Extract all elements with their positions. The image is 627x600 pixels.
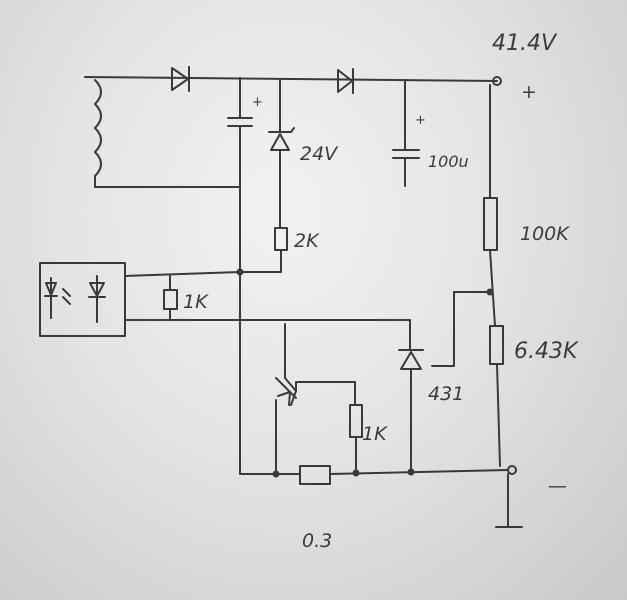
resistor-2k-label: 2K: [294, 230, 320, 252]
transistor: [275, 377, 297, 406]
transistor-base-wire: [295, 381, 356, 406]
output-capacitor-label: 100u: [428, 152, 469, 171]
divider-wire-bottom: [496, 363, 501, 467]
shunt-resistor-label: 0.3: [302, 530, 332, 552]
tl431-label: 431: [428, 383, 464, 405]
shunt-resistor: [299, 465, 331, 485]
cap-output-plus: +: [415, 113, 426, 128]
resistor-100k-label: 100K: [520, 223, 570, 245]
resistor-2k: [274, 227, 288, 251]
negative-sign: —: [548, 475, 567, 497]
tl431-regulator: [398, 349, 424, 475]
resistor-1k-opto-label: 1K: [183, 291, 209, 313]
output-voltage-label: 41.4V: [492, 31, 558, 56]
positive-terminal: [492, 76, 502, 86]
opto-top-wire: [124, 271, 241, 277]
negative-terminal: [507, 465, 517, 475]
resistor-100k: [483, 197, 498, 251]
resistor-6-43k: [489, 325, 504, 365]
optocoupler: [39, 262, 126, 337]
junction-dot: [352, 469, 360, 477]
divider-wire-mid: [489, 249, 496, 327]
resistor-6-43k-label: 6.43K: [514, 339, 579, 364]
tl431-ref-wire: [431, 291, 491, 367]
cap-left-plus: +: [252, 95, 263, 110]
positive-sign: +: [521, 81, 537, 103]
output-diode: [337, 68, 354, 94]
junction-dot: [407, 468, 415, 476]
junction-dot: [486, 288, 494, 296]
bottom-rail-right: [329, 469, 509, 475]
output-capacitor: +: [392, 79, 426, 187]
rectifier-diode: [171, 66, 190, 92]
transformer-winding: [94, 79, 102, 188]
zener-diode: [268, 127, 295, 151]
opto-bottom-wire: [124, 319, 411, 351]
junction-dot: [272, 470, 280, 478]
resistor-2k-wire: [239, 249, 282, 273]
filter-capacitor-left: +: [227, 77, 263, 127]
resistor-1k-base-label: 1K: [362, 423, 388, 445]
zener-label: 24V: [300, 143, 339, 165]
resistor-1k-base: [349, 404, 363, 475]
junction-dot: [236, 268, 244, 276]
resistor-1k-opto: [163, 275, 178, 321]
top-rail-wire: [84, 76, 498, 82]
